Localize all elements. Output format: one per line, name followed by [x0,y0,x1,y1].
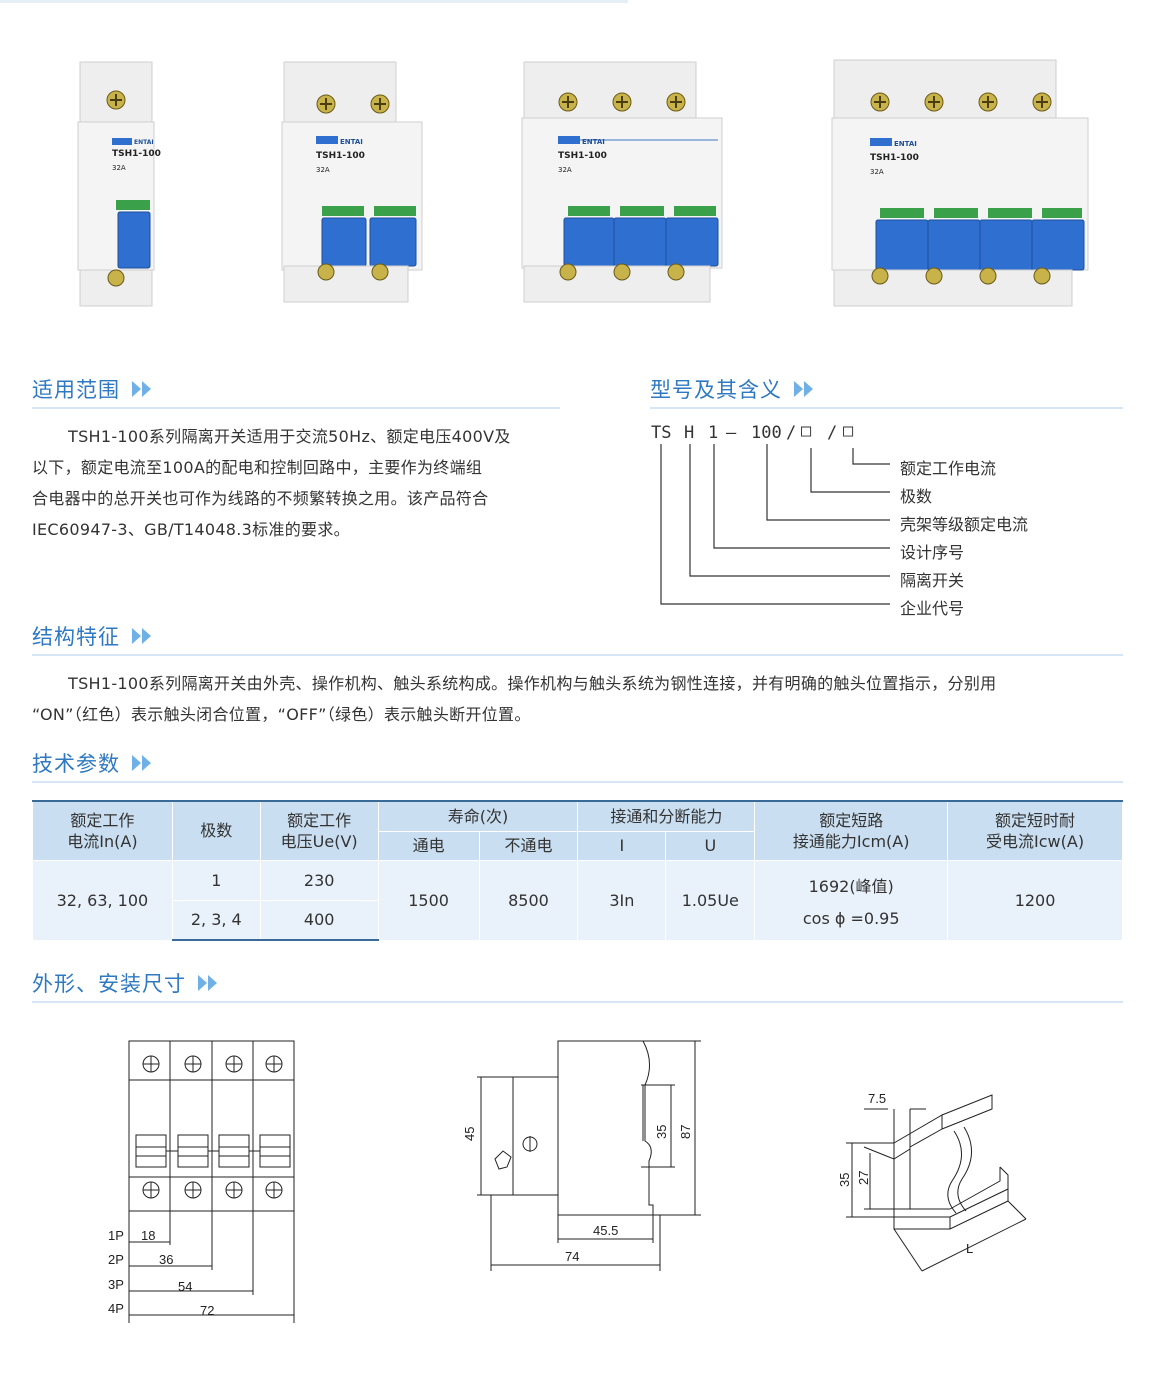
pole-label-3p: 3P [108,1277,124,1292]
header-making-u: U [665,830,756,861]
model-code-100: 100 [751,423,782,443]
scope-rule [32,407,560,409]
rail-width-7-5: 7.5 [868,1091,886,1106]
cell-poles-b: 2, 3, 4 [171,899,261,941]
header-rated-voltage: 额定工作电压Ue(V) [259,800,379,861]
header-rated-current: 额定工作电流In(A) [32,800,173,861]
double-arrow-icon [132,381,152,397]
dimension-heading: 外形、安装尺寸 [32,968,218,998]
svg-text:32A: 32A [558,166,572,174]
cell-withstand: 1200 [947,859,1123,941]
model-code-1: 1 [708,423,719,443]
svg-text:32A: 32A [112,164,126,172]
height-87: 87 [678,1125,693,1139]
svg-text:ENTAI: ENTAI [894,140,917,148]
double-arrow-icon [198,975,218,991]
header-life-off: 不通电 [478,830,579,861]
svg-text:32A: 32A [316,166,330,174]
rail-height-27: 27 [856,1171,871,1185]
product-2p-model: TSH1-100 [316,151,365,161]
header-making: 接通和分断能力 [577,800,756,832]
front-view-drawing: 1P 2P 3P 4P 18 36 54 72 [108,1040,295,1323]
product-4p-photo: ENTAI TSH1-100 32A [831,58,1089,308]
structure-rule [32,654,1123,656]
product-4p-model: TSH1-100 [870,153,919,163]
product-2p-photo: ENTAI TSH1-100 32A [281,60,423,304]
header-poles: 极数 [171,800,261,861]
cell-short-circuit: 1692(峰值)cos ϕ =0.95 [754,859,949,941]
product-1p-model: TSH1-100 [112,149,161,159]
top-rule [0,0,628,3]
model-code-box-poles: □ [801,421,812,441]
tech-rule [32,781,1123,783]
model-label-design: 设计序号 [900,543,965,562]
tech-spec-table: 额定工作电流In(A) 极数 额定工作电压Ue(V) 寿命(次) 接通和分断能力… [32,800,1123,941]
model-leader-lines [660,444,890,605]
rail-length-l: L [966,1241,973,1256]
model-label-current: 额定工作电流 [900,459,997,478]
model-code-h: H [684,423,695,443]
pole-label-2p: 2P [108,1252,124,1267]
model-label-frame: 壳架等级额定电流 [900,515,1029,534]
product-1p-photo: ENTAI TSH1-100 32A [77,60,161,308]
cell-life-on: 1500 [377,859,480,941]
header-life: 寿命(次) [377,800,579,832]
width-72: 72 [200,1303,214,1318]
width-18: 18 [141,1228,155,1243]
width-74: 74 [565,1249,579,1264]
cell-making-u: 1.05Ue [665,859,756,941]
height-45: 45 [462,1127,477,1141]
model-heading: 型号及其含义 [650,374,814,404]
width-36: 36 [159,1252,173,1267]
cell-poles-a: 1 [171,859,261,901]
pole-label-1p: 1P [108,1228,124,1243]
svg-text:32A: 32A [870,168,884,176]
scope-paragraph: TSH1-100系列隔离开关适用于交流50Hz、额定电压400V及 以下，额定电… [32,427,511,539]
model-code-ts: TS [651,423,672,443]
model-code-slash-2: / [827,423,838,443]
svg-text:ENTAI: ENTAI [134,139,154,146]
double-arrow-icon [132,628,152,644]
model-label-poles: 极数 [900,487,933,506]
structure-heading: 结构特征 [32,621,152,651]
tech-heading: 技术参数 [32,748,152,778]
double-arrow-icon [132,755,152,771]
svg-text:ENTAI: ENTAI [340,138,363,146]
cell-life-off: 8500 [478,859,579,941]
header-withstand: 额定短时耐受电流Icw(A) [947,800,1123,861]
scope-heading: 适用范围 [32,374,152,404]
width-54: 54 [178,1279,192,1294]
pole-label-4p: 4P [108,1301,124,1316]
product-3p-model: TSH1-100 [558,151,607,161]
structure-paragraph: TSH1-100系列隔离开关由外壳、操作机构、触头系统构成。操作机构与触头系统为… [32,674,997,724]
rail-height-35: 35 [837,1173,852,1187]
header-making-i: I [577,830,667,861]
model-label-company: 企业代号 [900,599,965,618]
cell-making-i: 3In [577,859,667,941]
model-rule [650,407,1123,409]
cell-voltage-a: 230 [259,859,379,901]
side-view-drawing: 45 35 87 45.5 74 [462,1040,701,1271]
height-35: 35 [654,1125,669,1139]
svg-text:ENTAI: ENTAI [582,138,605,146]
header-short-circuit: 额定短路接通能力Icm(A) [754,800,949,861]
din-rail-drawing: 7.5 35 27 L [837,1091,1027,1272]
dimension-rule [32,1001,1123,1003]
model-label-isolator: 隔离开关 [900,571,965,590]
cell-voltage-b: 400 [259,899,379,941]
cell-rated-current: 32, 63, 100 [32,859,173,941]
model-code-dash: — [726,423,737,443]
width-45-5: 45.5 [593,1223,618,1238]
model-code-slash-1: / [786,423,797,443]
header-life-on: 通电 [377,830,480,861]
model-code-box-current: □ [843,421,854,441]
double-arrow-icon [794,381,814,397]
product-3p-photo: ENTAI TSH1-100 32A [521,60,723,304]
